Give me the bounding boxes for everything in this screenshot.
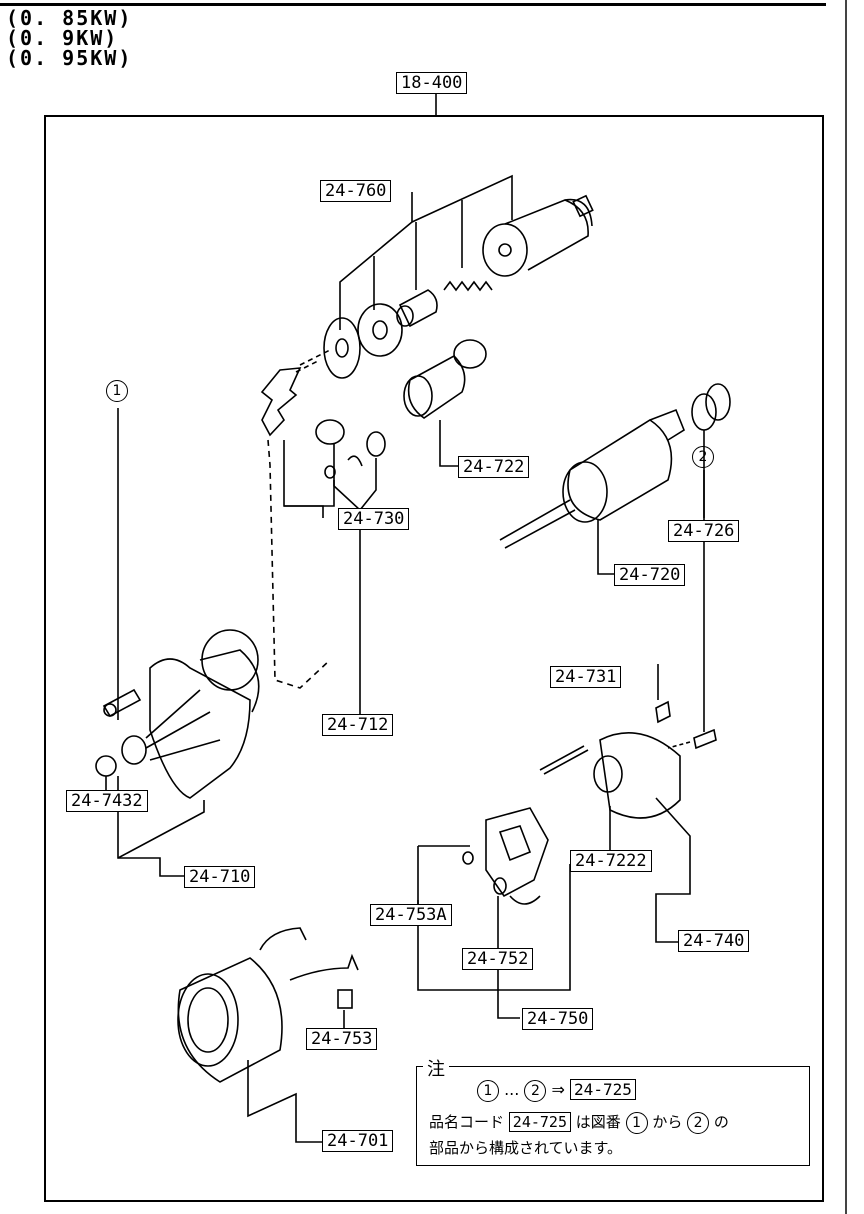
part-label-24-760: 24-760: [320, 180, 392, 202]
yoke-illustration: [177, 927, 359, 1083]
part-label-24-712: 24-712: [322, 714, 394, 736]
solenoid-illustration: [323, 194, 594, 379]
header-line-3: (0. 95KW): [6, 46, 133, 70]
leader-24-740: [655, 797, 691, 943]
leader-24-712: [333, 480, 361, 714]
part-label-24-720: 24-720: [614, 564, 686, 586]
part-label-24-753: 24-753: [306, 1028, 378, 1050]
note-title: 注: [423, 1055, 449, 1081]
front-housing-illustration: [95, 629, 260, 799]
marker-1: 1: [106, 380, 128, 402]
top-rule: [0, 3, 826, 6]
page-edge: [845, 0, 847, 1214]
part-label-24-750: 24-750: [522, 1008, 594, 1030]
note-range-code: 24-725: [570, 1079, 636, 1100]
marker-2: 2: [692, 446, 714, 468]
leader-24-710: [117, 776, 186, 877]
assembly-code-box: 18-400: [396, 72, 468, 94]
part-label-24-740: 24-740: [678, 930, 750, 952]
rear-cover-illustration: [539, 700, 681, 819]
leader-24-720: [597, 520, 614, 575]
note-no: の: [713, 1113, 729, 1131]
note-desc-line-2: 部品から構成されています。: [429, 1139, 623, 1157]
diagram-frame: [44, 115, 824, 1202]
bolt-illustration: [102, 688, 142, 718]
header-line-2: (0. 9KW): [6, 26, 119, 50]
lever-illustration: [260, 367, 345, 445]
part-label-24-722: 24-722: [458, 456, 530, 478]
note-product-code: 24-725: [508, 1112, 571, 1132]
brush-holder-illustration: [462, 807, 549, 905]
note-from-marker: 1: [625, 1112, 648, 1134]
note-desc-line: 品名コード 24-725 は図番 1 から 2 の: [429, 1111, 729, 1134]
part-label-24-701: 24-701: [322, 1130, 394, 1152]
leader-24-701: [247, 1060, 322, 1143]
part-label-24-710: 24-710: [184, 866, 256, 888]
note-kara: から: [652, 1113, 683, 1131]
leader-24-760: [339, 192, 413, 330]
part-label-24-730: 24-730: [338, 508, 410, 530]
note-range-line: 1 ... 2 ⇒ 24-725: [477, 1079, 636, 1102]
note-range-start: 1: [477, 1080, 499, 1102]
note-range-dots: ...: [504, 1080, 520, 1099]
part-label-24-753A: 24-753A: [370, 904, 452, 926]
part-label-24-752: 24-752: [462, 948, 534, 970]
header-line-1: (0. 85KW): [6, 6, 133, 30]
part-label-24-7222: 24-7222: [570, 850, 652, 872]
clips-illustration: [324, 431, 386, 479]
note-range-end: 2: [524, 1080, 547, 1102]
note-to-marker: 2: [687, 1112, 710, 1134]
note-product-code-label: 品名コード: [429, 1113, 505, 1131]
part-label-24-7432: 24-7432: [66, 790, 148, 812]
part-label-24-731: 24-731: [550, 666, 622, 688]
armature-illustration: [499, 383, 731, 549]
part-label-24-726: 24-726: [668, 520, 740, 542]
note-fig-label: は図番: [575, 1113, 621, 1131]
leader-24-722: [439, 420, 458, 467]
arrow-icon: ⇒: [551, 1080, 565, 1099]
note-box: 注 1 ... 2 ⇒ 24-725 品名コード 24-725 は図番 1 から…: [416, 1055, 810, 1166]
pinion-illustration: [403, 339, 487, 419]
